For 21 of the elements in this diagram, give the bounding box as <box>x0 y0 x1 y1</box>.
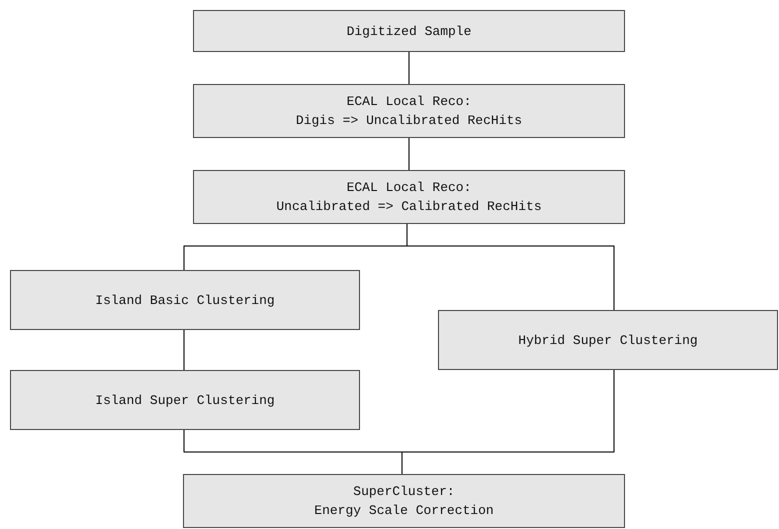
box-text: ECAL Local Reco: <box>346 179 472 197</box>
connector-line <box>402 370 614 474</box>
process-box <box>10 370 360 430</box>
connector-line <box>408 138 410 170</box>
box-text: Uncalibrated => Calibrated RecHits <box>276 198 542 216</box>
process-box <box>193 10 625 52</box>
box-text: Island Super Clustering <box>95 392 275 410</box>
box-text: Energy Scale Correction <box>314 502 494 520</box>
box-text: ECAL Local Reco: <box>346 93 472 111</box>
box-text: Island Basic Clustering <box>95 292 275 310</box>
box-text: Digitized Sample <box>346 22 472 40</box>
box-text: SuperCluster: <box>353 483 455 501</box>
process-box <box>193 170 625 224</box>
process-box <box>10 270 360 330</box>
connector-line <box>406 224 614 310</box>
box-text: Digis => Uncalibrated RecHits <box>296 112 522 130</box>
box-text: Hybrid Super Clustering <box>518 332 698 350</box>
process-box <box>193 84 625 138</box>
process-box <box>183 474 625 528</box>
process-box <box>438 310 778 370</box>
connector-line <box>408 52 410 84</box>
